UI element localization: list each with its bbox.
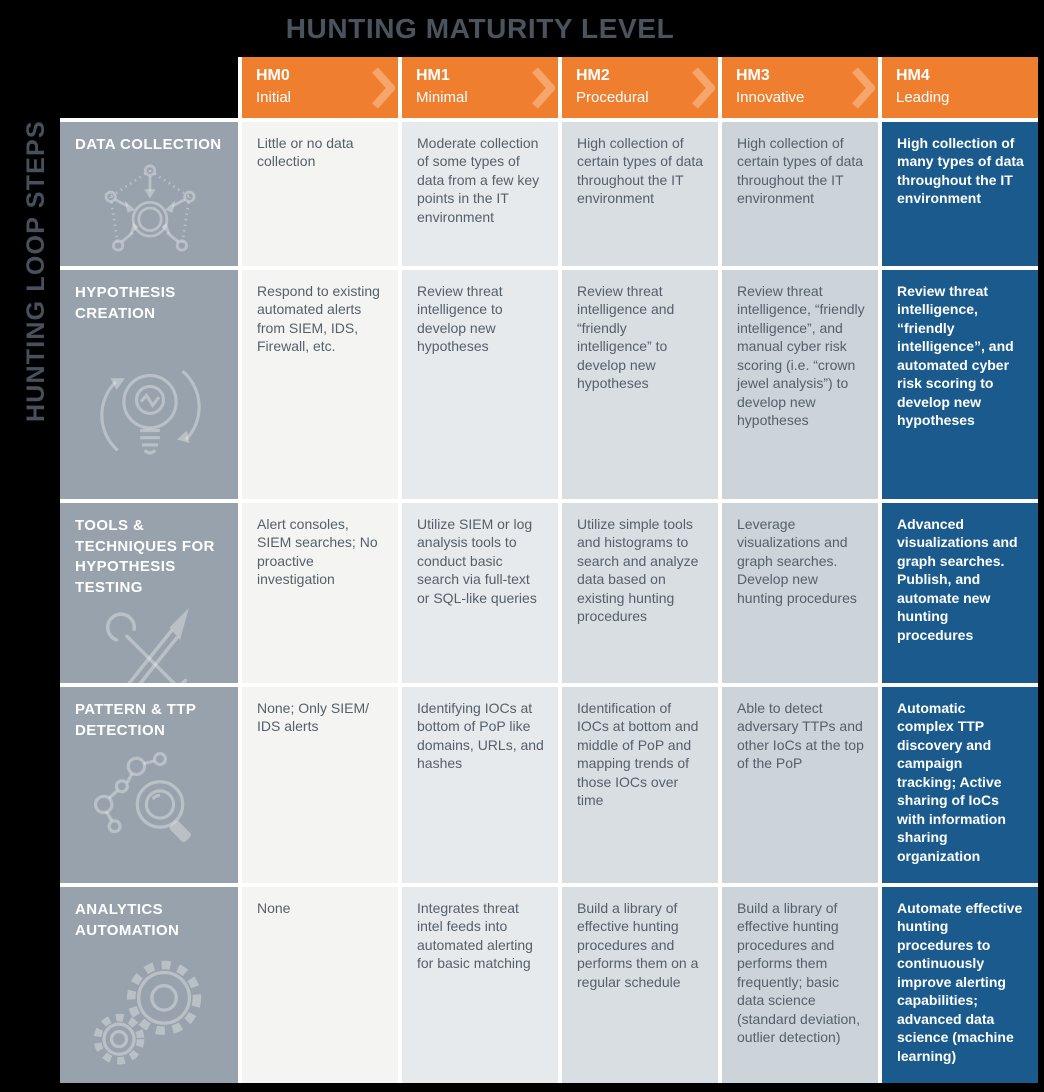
data-collection-icon (92, 163, 208, 258)
column-header-hm4: HM4 Leading (882, 57, 1038, 118)
matrix-cell: Identifying IOCs at bottom of PoP like d… (402, 687, 558, 883)
row-header-label: ANALYTICS AUTOMATION (75, 901, 180, 939)
matrix-cell: Utilize SIEM or log analysis tools to co… (402, 503, 558, 683)
matrix-cell: None (242, 887, 398, 1083)
matrix-cell: Integrates threat intel feeds into autom… (402, 887, 558, 1083)
row-header-label: TOOLS & TECHNIQUES FOR HYPOTHESIS TESTIN… (75, 517, 215, 597)
column-label: Leading (896, 89, 950, 106)
page-title: HUNTING MATURITY LEVEL (285, 13, 675, 44)
matrix-cell: High collection of many types of data th… (882, 122, 1038, 266)
matrix-cell: High collection of certain types of data… (562, 122, 718, 266)
matrix-cell: Review threat intelligence and “friendly… (562, 270, 718, 499)
row-header-label: PATTERN & TTP DETECTION (75, 701, 197, 739)
matrix-cell: Little or no data collection (242, 122, 398, 266)
column-code: HM4 (896, 67, 930, 84)
matrix-cell: Automatic complex TTP discovery and camp… (882, 687, 1038, 883)
matrix-cell: Review threat intelligence to develop ne… (402, 270, 558, 499)
chevron-right-icon (532, 66, 555, 109)
matrix-cell: Build a library of effective hunting pro… (722, 887, 878, 1083)
matrix-cell: Alert consoles, SIEM searches; No proact… (242, 503, 398, 683)
column-code: HM0 (256, 67, 290, 84)
matrix-cell: Utilize simple tools and histograms to s… (562, 503, 718, 683)
matrix-cell: Automate effective hunting procedures to… (882, 887, 1038, 1083)
row-header-analytics-automation: ANALYTICS AUTOMATION (60, 887, 238, 1083)
row-header-tools-techniques: TOOLS & TECHNIQUES FOR HYPOTHESIS TESTIN… (60, 503, 238, 702)
matrix-cell: Able to detect adversary TTPs and other … (722, 687, 878, 883)
column-label: Minimal (416, 89, 468, 106)
chevron-right-icon (852, 66, 875, 109)
matrix-cell: Respond to existing automated alerts fro… (242, 270, 398, 499)
analytics-automation-icon (89, 952, 211, 1075)
matrix-cell: High collection of certain types of data… (722, 122, 878, 266)
hunting-loop-steps-label: HUNTING LOOP STEPS (22, 120, 50, 422)
matrix-cell: None; Only SIEM/ IDS alerts (242, 687, 398, 883)
matrix-cell: Moderate collection of some types of dat… (402, 122, 558, 266)
column-header-hm2: HM2 Procedural (562, 57, 718, 118)
column-label: Innovative (736, 89, 805, 106)
matrix-cell: Review threat intelligence, “friendly in… (722, 270, 878, 499)
column-code: HM3 (736, 67, 770, 84)
matrix-cell: Advanced visualizations and graph search… (882, 503, 1038, 683)
chevron-right-icon (372, 66, 395, 109)
matrix-cell: Build a library of effective hunting pro… (562, 887, 718, 1083)
column-header-hm1: HM1 Minimal (402, 57, 558, 118)
pattern-ttp-icon (91, 748, 209, 875)
chevron-right-icon (692, 66, 715, 109)
column-code: HM2 (576, 67, 610, 84)
column-code: HM1 (416, 67, 450, 84)
row-header-hypothesis-creation: HYPOTHESIS CREATION (60, 270, 238, 499)
hypothesis-creation-icon (87, 348, 213, 491)
row-header-label: DATA COLLECTION (75, 136, 222, 153)
column-header-hm3: HM3 Innovative (722, 57, 878, 118)
maturity-table: HM0 Initial HM1 Minimal HM2 Procedural H… (60, 57, 1038, 1083)
tools-techniques-icon (97, 599, 203, 714)
matrix-cell: Identification of IOCs at bottom and mid… (562, 687, 718, 883)
row-header-label: HYPOTHESIS CREATION (75, 284, 176, 322)
row-header-pattern-ttp: PATTERN & TTP DETECTION (60, 687, 238, 883)
matrix-cell: Leverage visualizations and graph search… (722, 503, 878, 683)
column-label: Procedural (576, 89, 649, 106)
matrix-cell: Review threat intelligence, “friendly in… (882, 270, 1038, 499)
column-label: Initial (256, 89, 292, 106)
row-header-data-collection: DATA COLLECTION (60, 122, 238, 266)
corner-cell (60, 57, 238, 118)
column-header-hm0: HM0 Initial (242, 57, 398, 118)
